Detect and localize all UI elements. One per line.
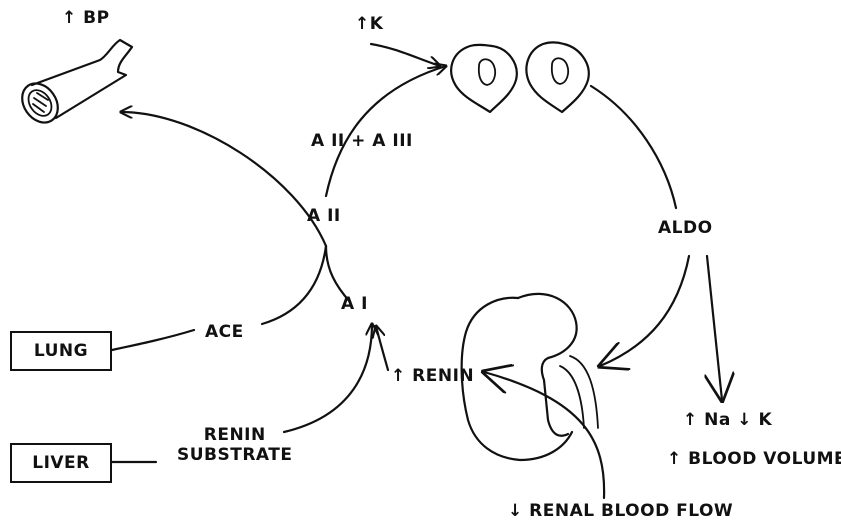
renin-substrate-label: RENIN SUBSTRATE — [177, 425, 292, 465]
line-lung-to-ace — [112, 330, 194, 350]
angiotensin-2-3-label: A II + A III — [311, 131, 413, 151]
bp-label: ↑ BP — [62, 8, 110, 28]
arrow-a2-to-vessel — [121, 112, 326, 246]
line-ace-to-a2 — [262, 246, 326, 324]
curve-adrenal-to-aldo — [591, 86, 676, 208]
arrow-substrate-to-a1 — [284, 324, 372, 432]
arrow-k-to-adrenal — [371, 44, 440, 66]
renin-substrate-line-1: RENIN — [177, 425, 292, 445]
arrow-aldo-to-na-k — [707, 256, 722, 400]
ace-label: ACE — [205, 322, 244, 342]
aldosterone-label: ALDO — [658, 218, 713, 238]
renin-substrate-line-2: SUBSTRATE — [177, 445, 292, 465]
adrenal-glands-icon — [451, 43, 589, 113]
kidney-icon — [462, 294, 598, 460]
arrow-aldo-to-kidney — [600, 256, 689, 366]
renal-blood-flow-label: ↓ RENAL BLOOD FLOW — [508, 501, 733, 521]
sodium-potassium-label: ↑ Na ↓ K — [683, 410, 772, 430]
arrow-renin-to-a1 — [376, 326, 388, 370]
blood-vessel-icon — [15, 40, 132, 129]
angiotensin-2-label: A II — [307, 206, 341, 226]
renin-label: ↑ RENIN — [391, 366, 474, 386]
potassium-label: ↑K — [355, 14, 383, 34]
angiotensin-1-label: A I — [341, 294, 368, 314]
liver-box: LIVER — [10, 443, 112, 483]
lung-box: LUNG — [10, 331, 112, 371]
blood-volume-label: ↑ BLOOD VOLUME — [667, 449, 841, 469]
